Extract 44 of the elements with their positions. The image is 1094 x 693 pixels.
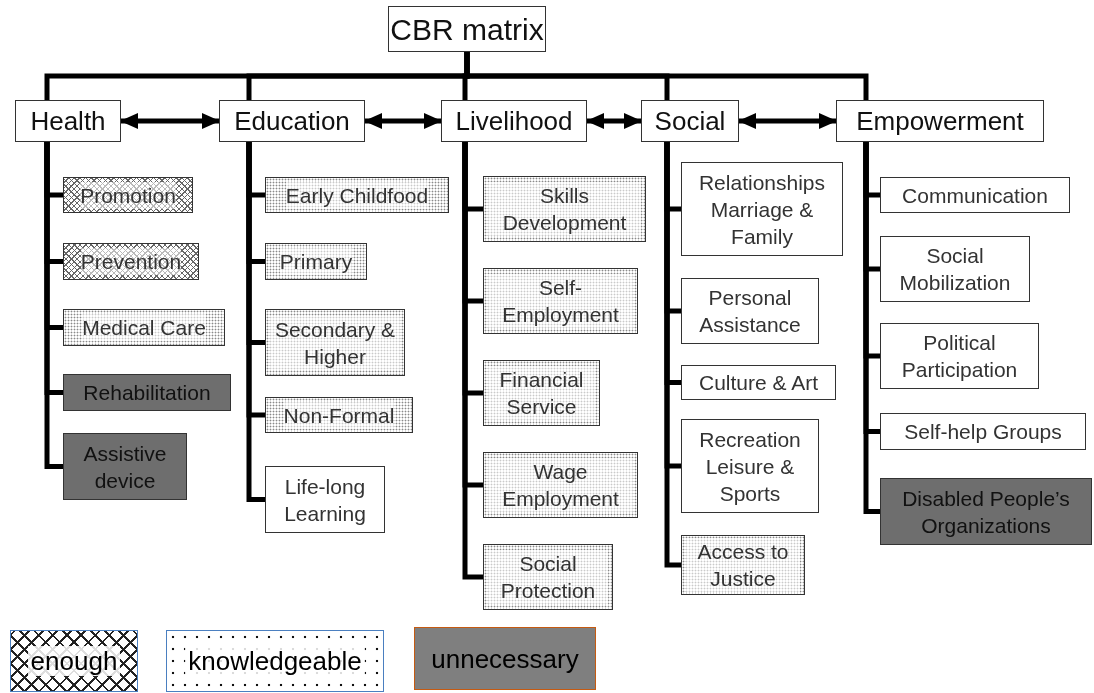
connector-line: [863, 142, 880, 514]
item-box: Self-Employment: [483, 268, 638, 334]
item-box: Non-Formal: [265, 397, 413, 433]
item-box: Wage Employment: [483, 452, 638, 518]
connector-line: [462, 142, 483, 580]
item-box: Life-long Learning: [265, 466, 385, 533]
item-box: Prevention: [63, 243, 199, 280]
item-box: Rehabilitation: [63, 374, 231, 411]
double-arrow: [364, 113, 442, 129]
category-box: Livelihood: [441, 100, 587, 142]
item-box: Early Childfood: [265, 177, 449, 213]
item-box: Promotion: [63, 177, 193, 213]
double-arrow: [738, 113, 837, 129]
item-box: Social Mobilization: [880, 236, 1030, 302]
item-box: Access to Justice: [681, 535, 805, 595]
item-box: Secondary & Higher: [265, 309, 405, 376]
title-box: CBR matrix: [388, 6, 546, 52]
category-box: Education: [219, 100, 365, 142]
double-arrow: [120, 113, 220, 129]
item-box: Skills Development: [483, 176, 646, 242]
item-box: Communication: [880, 177, 1070, 213]
category-box: Health: [15, 100, 121, 142]
connector-line: [664, 142, 681, 568]
connector-line: [464, 52, 869, 100]
legend-label: knowledgeable: [185, 646, 365, 676]
category-box: Social: [641, 100, 739, 142]
connector-line: [44, 142, 63, 469]
double-arrow: [586, 113, 642, 129]
item-box: Self-help Groups: [880, 413, 1086, 450]
item-box: Political Participation: [880, 323, 1039, 389]
item-box: Recreation Leisure & Sports: [681, 419, 819, 513]
item-box: Personal Assistance: [681, 278, 819, 344]
item-box: Assistive device: [63, 433, 187, 500]
legend-label: enough: [27, 646, 121, 676]
category-box: Empowerment: [836, 100, 1044, 142]
item-box: Primary: [265, 243, 367, 280]
item-box: Disabled People’s Organizations: [880, 478, 1092, 545]
item-box: Medical Care: [63, 309, 225, 346]
connector-line: [246, 142, 265, 502]
legend-label: unnecessary: [430, 643, 580, 674]
item-box: Financial Service: [483, 360, 600, 426]
item-box: Social Protection: [483, 544, 613, 610]
item-box: Culture & Art: [681, 365, 836, 400]
item-box: Relationships Marriage & Family: [681, 162, 843, 256]
